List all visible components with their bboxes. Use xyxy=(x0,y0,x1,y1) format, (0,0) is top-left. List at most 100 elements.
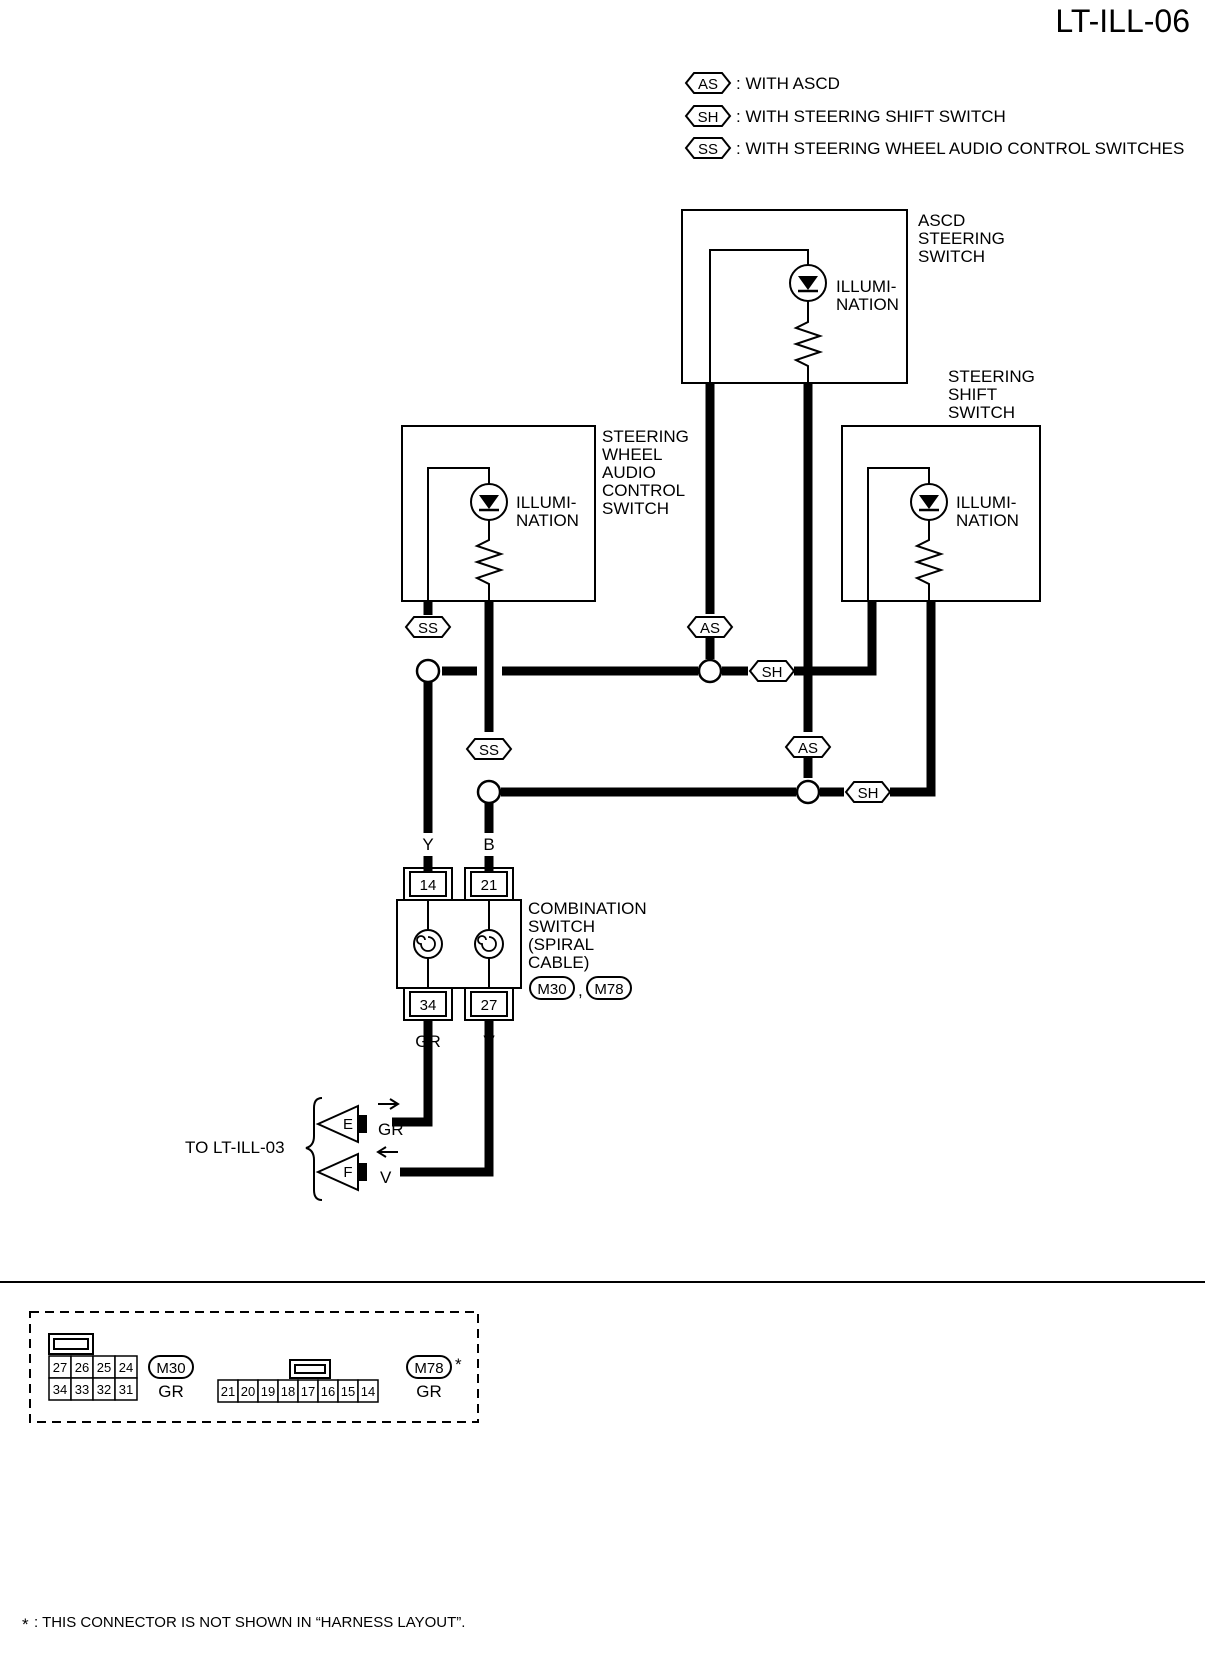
wire-tag-ss-lower: SS xyxy=(479,742,499,759)
wire-color-b: B xyxy=(483,835,494,854)
ascd-resistor-icon xyxy=(792,301,824,383)
ascd-switch-box xyxy=(681,209,908,384)
shift-led-diode-icon xyxy=(919,495,939,509)
ascd-illum-line-1: ILLUMI- xyxy=(836,277,896,296)
audio-switch-box xyxy=(401,425,596,602)
ascd-illum-line-2: NATION xyxy=(836,295,899,314)
audio-internal-wire xyxy=(427,467,490,601)
spiral-left-icon xyxy=(413,929,443,959)
audio-name-line-4: CONTROL xyxy=(602,481,685,500)
ascd-internal-wire xyxy=(709,249,809,383)
spiral-right-coil xyxy=(477,935,497,952)
m78-pin-17: 17 xyxy=(301,1384,315,1399)
combination-name-line-4: CABLE) xyxy=(528,953,589,972)
ascd-name-line-3: SWITCH xyxy=(918,247,985,266)
wire-shift-left xyxy=(820,601,877,676)
terminal-14-bracket xyxy=(403,867,453,900)
m78-pin-21: 21 xyxy=(221,1384,235,1399)
m30-pin-31: 31 xyxy=(119,1382,133,1397)
connector-m78-label: M78 xyxy=(594,981,623,998)
legend-item-as: AS : WITH ASCD xyxy=(684,72,840,94)
page-code: LT-ILL-06 xyxy=(1055,3,1190,39)
audio-illum-line-2: NATION xyxy=(516,511,579,530)
wire-color-y: Y xyxy=(422,835,433,854)
m78-color: GR xyxy=(416,1382,442,1401)
shift-name-line-3: SWITCH xyxy=(948,403,1015,422)
wire-option-tags: SS AS SH SS AS SH xyxy=(404,616,892,803)
splice-as-upper xyxy=(697,658,723,684)
steering-wheel-audio-control-switch: ILLUMI- NATION STEERING WHEEL AUDIO CONT… xyxy=(401,425,689,602)
legend-item-sh: SH : WITH STEERING SHIFT SWITCH xyxy=(684,105,1006,127)
terminal-21-box xyxy=(470,871,508,897)
m30-pin-34: 34 xyxy=(53,1382,67,1397)
wire-shift-right xyxy=(890,601,936,797)
destination-brace xyxy=(305,1097,323,1201)
combination-name-line-2: SWITCH xyxy=(528,917,595,936)
m78-pin-14: 14 xyxy=(361,1384,375,1399)
wire-tag-as-lower: AS xyxy=(798,740,818,757)
shift-name-line-1: STEERING xyxy=(948,367,1035,386)
terminal-21: 21 xyxy=(481,877,498,894)
wire-tag-ss-upper-shape xyxy=(404,616,452,638)
ascd-led-diode-icon xyxy=(798,276,818,290)
m78-lock-inner xyxy=(294,1364,326,1374)
legend-item-ss: SS : WITH STEERING WHEEL AUDIO CONTROL S… xyxy=(684,137,1184,159)
m30-pin-33: 33 xyxy=(75,1382,89,1397)
terminal-27-box xyxy=(470,991,508,1017)
direction-arrow-out-icon xyxy=(378,1098,400,1110)
legend: AS : WITH ASCD SH : WITH STEERING SHIFT … xyxy=(684,72,1184,159)
audio-name-line-1: STEERING xyxy=(602,427,689,446)
connector-m78-badge xyxy=(586,976,632,1000)
terminal-14: 14 xyxy=(420,877,437,894)
m30-id: M30 xyxy=(156,1360,185,1377)
terminal-34: 34 xyxy=(420,997,437,1014)
m30-color: GR xyxy=(158,1382,184,1401)
combination-switch: 14 21 34 27 COMBINATION SWITCH (SPIRAL C… xyxy=(396,856,647,1030)
destination-color-e: GR xyxy=(378,1120,404,1139)
connector-views-frame xyxy=(29,1311,479,1423)
option-tag-sh: SH xyxy=(698,109,719,126)
wire-color-gr: GR xyxy=(415,1032,441,1051)
m30-pin-26: 26 xyxy=(75,1360,89,1375)
splice-as-lower xyxy=(795,779,821,805)
wire-tag-as-lower-shape xyxy=(784,736,832,758)
connector-f-block xyxy=(358,1163,367,1181)
audio-led-diode-icon xyxy=(479,495,499,509)
audio-resistor-icon xyxy=(473,520,505,601)
ascd-name-line-1: ASCD xyxy=(918,211,965,230)
option-tag-sh-shape xyxy=(684,105,732,127)
connector-m30-label: M30 xyxy=(537,981,566,998)
harness-wires xyxy=(392,383,936,1177)
m78-pin-20: 20 xyxy=(241,1384,255,1399)
splice-ss-lower xyxy=(476,779,502,805)
combination-name-line-1: COMBINATION xyxy=(528,899,647,918)
m30-pin-24: 24 xyxy=(119,1360,133,1375)
m30-id-badge xyxy=(148,1355,194,1379)
m30-lock-inner xyxy=(53,1338,89,1350)
wire-tag-ss-lower-shape xyxy=(465,738,513,760)
destination-connectors: TO LT-ILL-03 E GR F V xyxy=(185,1097,404,1201)
wire-color-v: V xyxy=(483,1032,495,1051)
connector-views: 27 26 25 24 34 33 32 31 M30 GR xyxy=(29,1311,479,1423)
audio-name-line-5: SWITCH xyxy=(602,499,669,518)
shift-name-line-2: SHIFT xyxy=(948,385,997,404)
m78-pin-16: 16 xyxy=(321,1384,335,1399)
connector-e-block xyxy=(358,1115,367,1133)
wire-tag-sh-upper: SH xyxy=(762,664,783,681)
option-tag-as-shape xyxy=(684,72,732,94)
legend-text-ss: : WITH STEERING WHEEL AUDIO CONTROL SWIT… xyxy=(736,139,1184,158)
shift-switch-box xyxy=(841,425,1041,602)
shift-resistor-icon xyxy=(913,520,945,601)
destination-label: TO LT-ILL-03 xyxy=(185,1138,285,1157)
wire-tag-sh-upper-shape xyxy=(748,660,796,682)
ascd-steering-switch: ILLUMI- NATION ASCD STEERING SWITCH xyxy=(681,209,1005,384)
legend-text-as: : WITH ASCD xyxy=(736,74,840,93)
m78-pin-15: 15 xyxy=(341,1384,355,1399)
shift-internal-wire xyxy=(867,467,930,601)
terminal-14-box xyxy=(409,871,447,897)
combination-name-line-3: (SPIRAL xyxy=(528,935,594,954)
terminal-34-box xyxy=(409,991,447,1017)
splices xyxy=(415,658,821,805)
combination-switch-box xyxy=(396,899,522,989)
